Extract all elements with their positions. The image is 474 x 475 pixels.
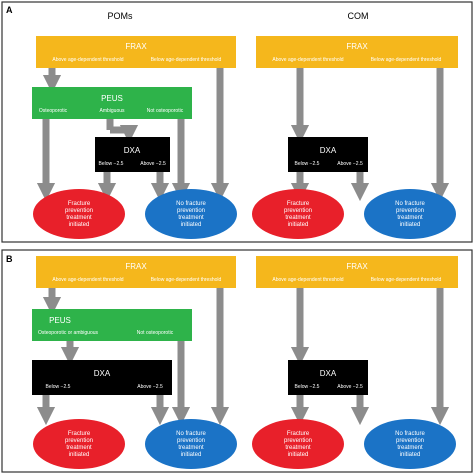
svg-text:FRAX: FRAX <box>346 42 368 51</box>
svg-text:Below age-dependent threshold: Below age-dependent threshold <box>371 277 442 283</box>
fracture-outcome-poms-b: Fracture prevention treatment initiated <box>33 419 125 469</box>
svg-text:treatment: treatment <box>397 445 423 451</box>
svg-text:Above age-dependent threshold: Above age-dependent threshold <box>272 277 343 283</box>
svg-text:prevention: prevention <box>65 438 93 444</box>
svg-text:Not osteoporotic: Not osteoporotic <box>147 108 184 114</box>
com-title: COM <box>348 11 369 21</box>
svg-text:prevention: prevention <box>396 208 424 214</box>
svg-text:Fracture: Fracture <box>287 201 310 207</box>
no-fracture-outcome-com-b: No fracture prevention treatment initiat… <box>364 419 456 469</box>
svg-text:DXA: DXA <box>124 146 141 155</box>
svg-text:Fracture: Fracture <box>68 431 91 437</box>
svg-text:Fracture: Fracture <box>68 201 91 207</box>
svg-text:initiated: initiated <box>69 452 90 458</box>
svg-text:DXA: DXA <box>320 146 337 155</box>
svg-text:PEUS: PEUS <box>49 316 71 325</box>
svg-text:Not osteoporotic: Not osteoporotic <box>137 330 174 336</box>
svg-text:Fracture: Fracture <box>287 431 310 437</box>
svg-text:Above −2.5: Above −2.5 <box>140 161 166 167</box>
svg-text:initiated: initiated <box>69 222 90 228</box>
svg-text:treatment: treatment <box>66 445 92 451</box>
fracture-outcome-com-b: Fracture prevention treatment initiated <box>252 419 344 469</box>
svg-text:Below −2.5: Below −2.5 <box>99 161 124 167</box>
frax-box-com-b: FRAX Above age-dependent threshold Below… <box>256 256 458 288</box>
poms-title: POMs <box>107 11 133 21</box>
svg-text:prevention: prevention <box>284 208 312 214</box>
dxa-box-com-b: DXA Below −2.5 Above −2.5 <box>288 360 368 395</box>
svg-text:prevention: prevention <box>284 438 312 444</box>
svg-text:Above −2.5: Above −2.5 <box>337 161 363 167</box>
svg-text:FRAX: FRAX <box>125 262 147 271</box>
panel-b-border <box>1 249 473 473</box>
frax-box-poms-a: FRAX Above age-dependent threshold Below… <box>36 36 236 68</box>
svg-text:No fracture: No fracture <box>176 431 206 437</box>
svg-text:treatment: treatment <box>178 215 204 221</box>
panel-a-arrows <box>36 68 450 202</box>
fracture-outcome-poms-a: Fracture prevention treatment initiated <box>33 189 125 239</box>
svg-text:FRAX: FRAX <box>346 262 368 271</box>
frax-box-poms-b: FRAX Above age-dependent threshold Below… <box>36 256 236 288</box>
svg-text:treatment: treatment <box>66 215 92 221</box>
svg-text:Osteoporotic or ambiguous: Osteoporotic or ambiguous <box>38 330 99 336</box>
svg-text:treatment: treatment <box>285 445 311 451</box>
peus-box-b: PEUS Osteoporotic or ambiguous Not osteo… <box>32 309 192 341</box>
svg-text:Below age-dependent threshold: Below age-dependent threshold <box>371 57 442 63</box>
frax-box-com-a: FRAX Above age-dependent threshold Below… <box>256 36 458 68</box>
svg-text:prevention: prevention <box>396 438 424 444</box>
fracture-outcome-com-a: Fracture prevention treatment initiated <box>252 189 344 239</box>
svg-text:initiated: initiated <box>288 452 309 458</box>
svg-text:Below −2.5: Below −2.5 <box>295 384 320 390</box>
svg-text:Ambiguous: Ambiguous <box>99 108 125 114</box>
panel-b-arrows <box>36 288 450 426</box>
svg-text:No fracture: No fracture <box>395 201 425 207</box>
svg-text:initiated: initiated <box>400 222 421 228</box>
svg-text:Above −2.5: Above −2.5 <box>137 384 163 390</box>
no-fracture-outcome-com-a: No fracture prevention treatment initiat… <box>364 189 456 239</box>
dxa-box-poms-b: DXA Below −2.5 Above −2.5 <box>32 360 172 395</box>
dxa-box-com-a: DXA Below −2.5 Above −2.5 <box>288 137 368 172</box>
dxa-box-poms-a: DXA Below −2.5 Above −2.5 <box>95 137 170 172</box>
svg-text:Below age-dependent threshold: Below age-dependent threshold <box>151 277 222 283</box>
svg-text:DXA: DXA <box>94 369 111 378</box>
panel-a-border <box>1 1 473 243</box>
svg-text:Above age-dependent threshold: Above age-dependent threshold <box>52 57 123 63</box>
svg-text:Osteoporotic: Osteoporotic <box>39 108 68 114</box>
svg-text:treatment: treatment <box>397 215 423 221</box>
svg-text:Below −2.5: Below −2.5 <box>295 161 320 167</box>
svg-text:treatment: treatment <box>178 445 204 451</box>
svg-text:PEUS: PEUS <box>101 94 123 103</box>
no-fracture-outcome-poms-b: No fracture prevention treatment initiat… <box>145 419 237 469</box>
svg-text:Below age-dependent threshold: Below age-dependent threshold <box>151 57 222 63</box>
svg-text:DXA: DXA <box>320 369 337 378</box>
svg-text:Above age-dependent threshold: Above age-dependent threshold <box>272 57 343 63</box>
svg-text:prevention: prevention <box>177 438 205 444</box>
svg-text:initiated: initiated <box>181 222 202 228</box>
svg-text:prevention: prevention <box>177 208 205 214</box>
svg-text:Below −2.5: Below −2.5 <box>46 384 71 390</box>
panel-b: B FRAX Above age-dependent threshold Bel… <box>1 249 473 473</box>
svg-text:treatment: treatment <box>285 215 311 221</box>
svg-text:initiated: initiated <box>400 452 421 458</box>
panel-a-letter: A <box>6 5 13 15</box>
svg-text:FRAX: FRAX <box>125 42 147 51</box>
peus-box-a: PEUS Osteoporotic Ambiguous Not osteopor… <box>32 87 192 119</box>
panel-b-letter: B <box>6 254 13 264</box>
no-fracture-outcome-poms-a: No fracture prevention treatment initiat… <box>145 189 237 239</box>
svg-text:No fracture: No fracture <box>395 431 425 437</box>
svg-text:initiated: initiated <box>181 452 202 458</box>
svg-text:Above −2.5: Above −2.5 <box>337 384 363 390</box>
panel-a: A POMs COM FRAX Above age-dependent thre… <box>1 1 473 243</box>
svg-text:prevention: prevention <box>65 208 93 214</box>
svg-text:initiated: initiated <box>288 222 309 228</box>
svg-text:No fracture: No fracture <box>176 201 206 207</box>
svg-text:Above age-dependent threshold: Above age-dependent threshold <box>52 277 123 283</box>
